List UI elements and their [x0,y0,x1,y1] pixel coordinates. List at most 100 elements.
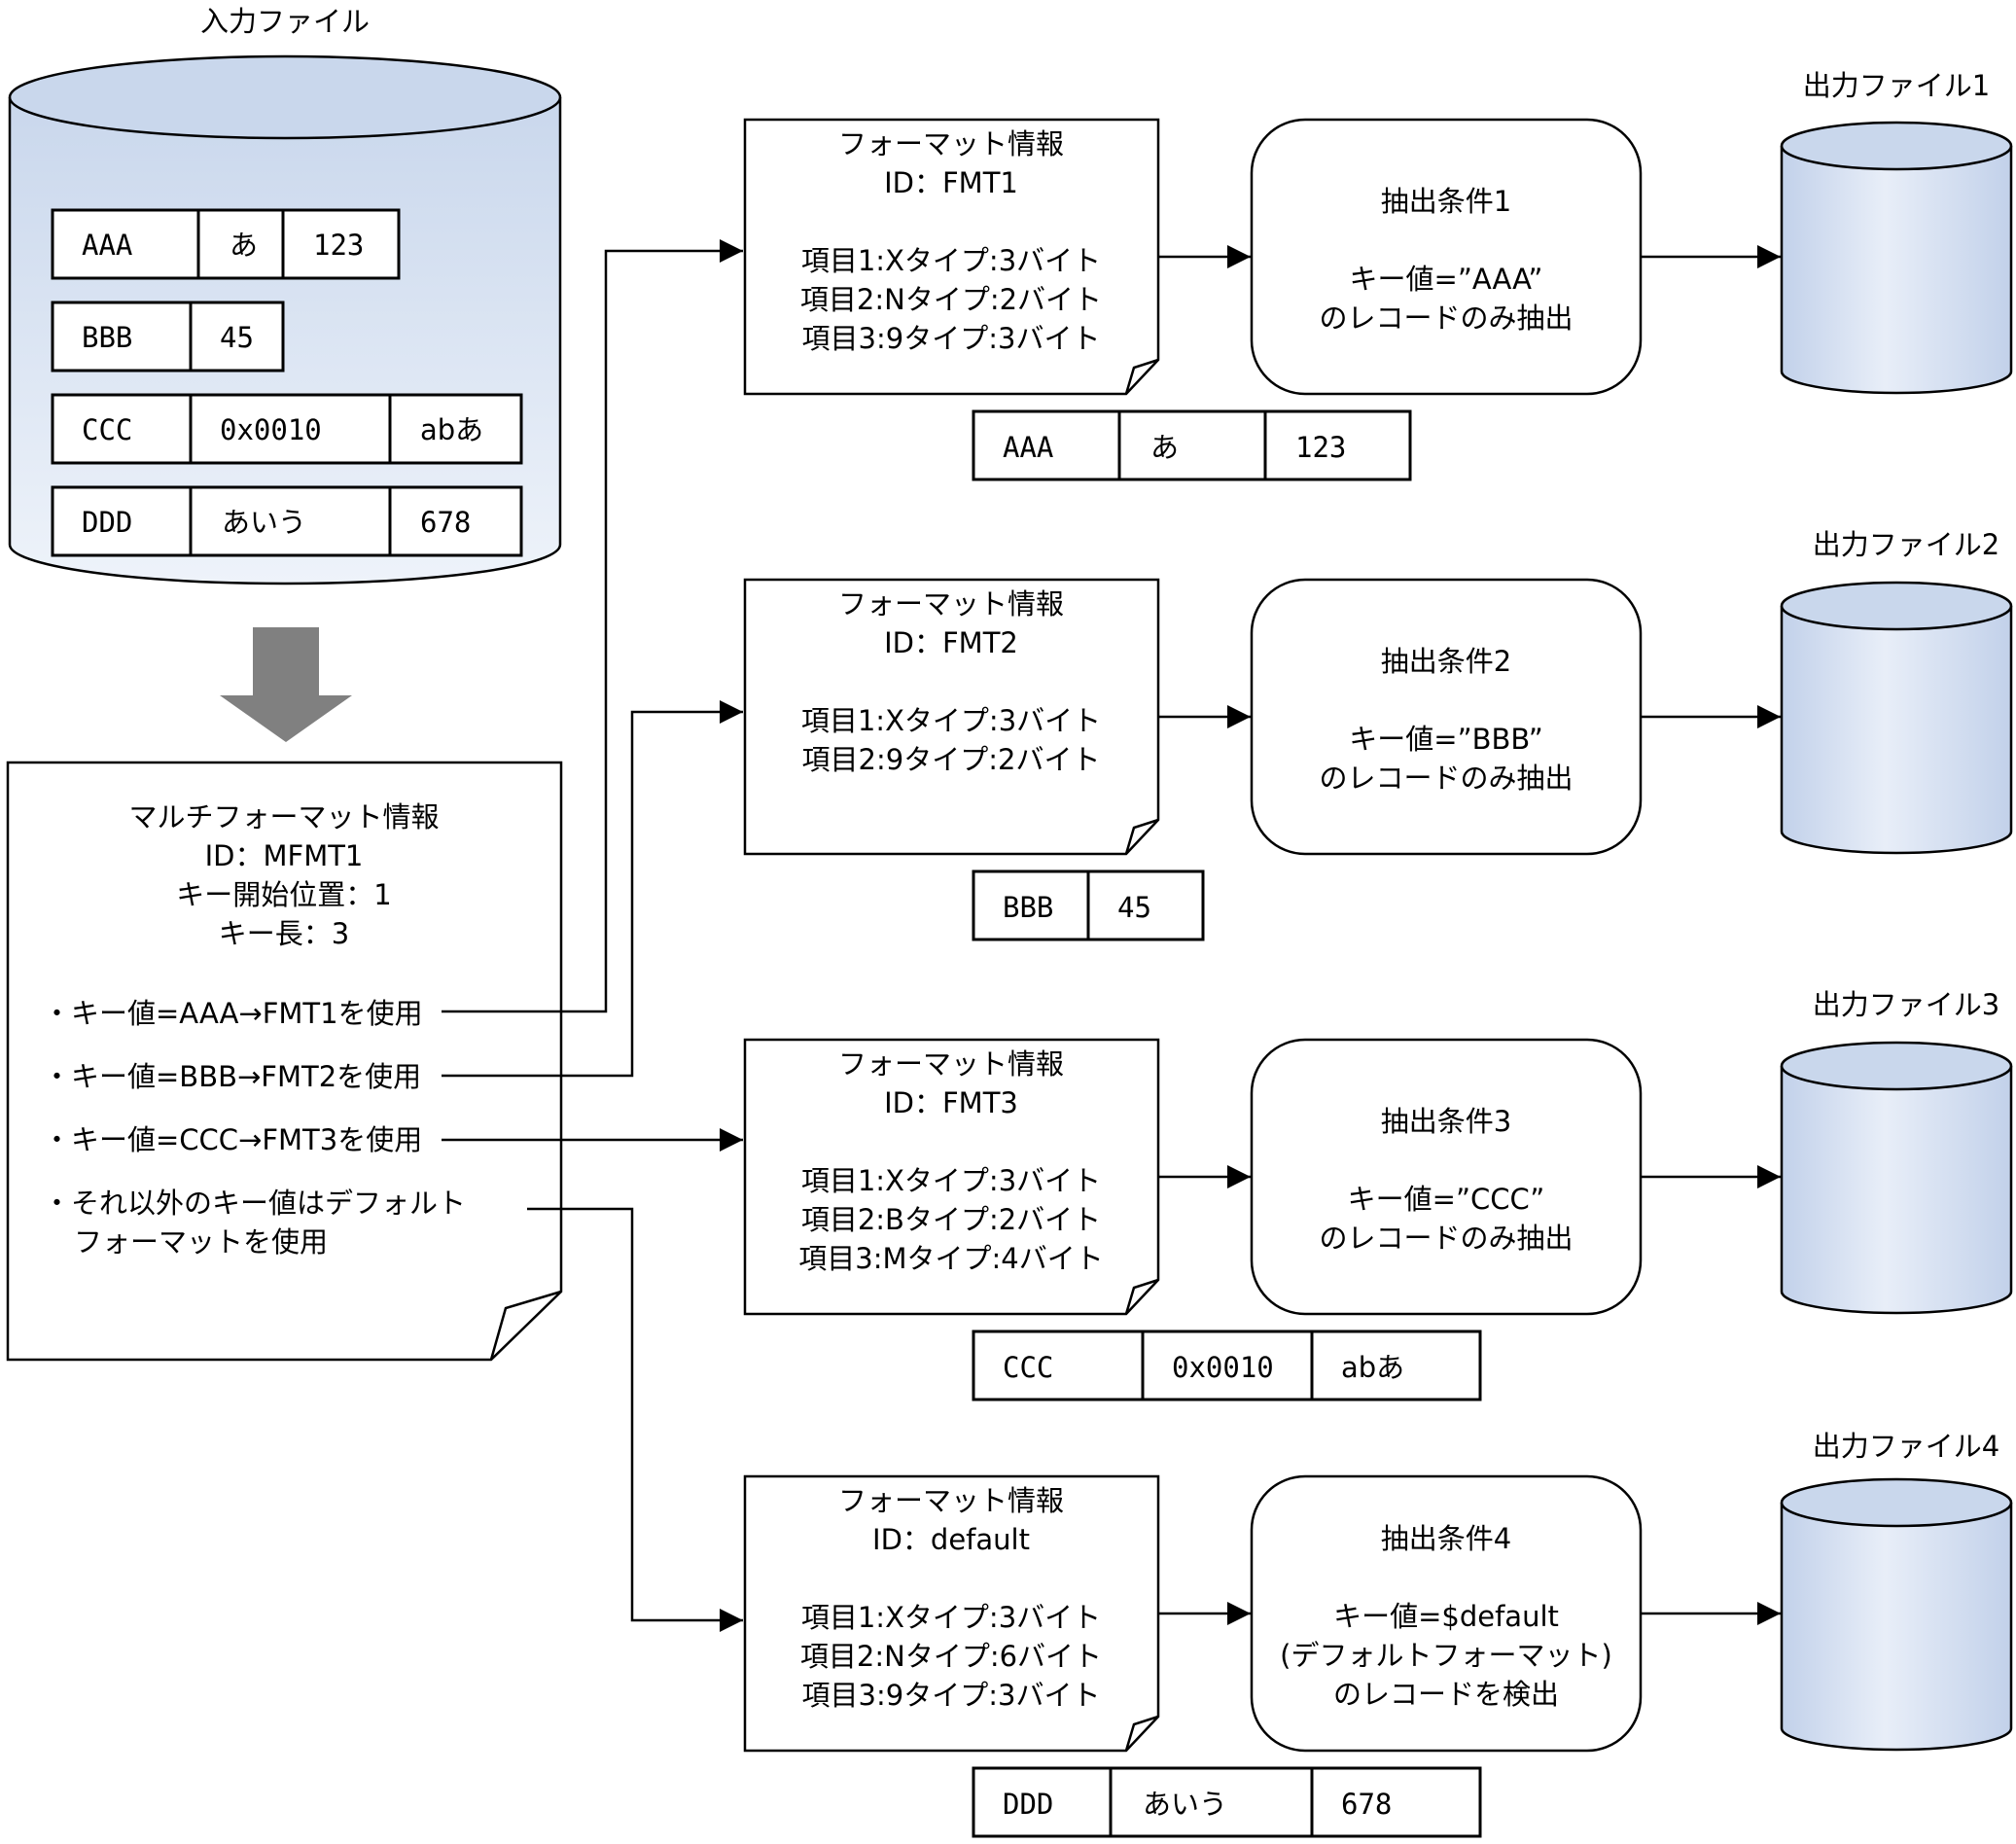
multi-format-rule: ・キー値=CCC→FMT3を使用 [43,1123,422,1156]
input-record-1: AAA あ 123 [51,208,401,280]
format-title: フォーマット情報 [838,127,1064,160]
record-sample-2: BBB 45 [972,869,1205,941]
format-title: フォーマット情報 [838,1484,1064,1517]
record-cell: 123 [313,229,364,262]
multi-format-title: マルチフォーマット情報 [128,800,439,833]
connector-fmt1 [442,239,743,1013]
condition-box-2: 抽出条件2 キー値=”BBB” のレコードのみ抽出 [1250,578,1643,856]
multi-format-rule: ・それ以外のキー値はデフォルト [43,1187,466,1220]
record-sample-1: AAA あ 123 [972,409,1412,481]
format-document-4: フォーマット情報 ID：default 項目1:Xタイプ:3バイト 項目2:Nタ… [743,1474,1160,1753]
format-item: 項目2:Nタイプ:2バイト [800,283,1102,316]
multi-format-document: マルチフォーマット情報 ID：MFMT1 キー開始位置：1 キー長：3 ・キー値… [6,761,563,1362]
format-id: ID：default [872,1523,1030,1556]
format-id: ID：FMT2 [884,626,1018,659]
condition-title: 抽出条件2 [1381,645,1511,678]
connector-fmt2 [442,700,743,1078]
input-file: 入力ファイル AAA あ 123 BBB 45 CCC 0x0010 abあ [8,5,562,585]
condition-key: キー値=”AAA” [1350,263,1543,296]
condition-key: キー値=$default [1333,1600,1559,1633]
output-file-label: 出力ファイル2 [1813,528,1999,561]
record-cell: あいう [222,506,306,539]
format-document-3: フォーマット情報 ID：FMT3 項目1:Xタイプ:3バイト 項目2:Bタイプ:… [743,1038,1160,1316]
format-item: 項目1:Xタイプ:3バイト [801,704,1101,737]
multi-format-rule: フォーマットを使用 [74,1225,328,1259]
input-file-label: 入力ファイル [200,5,370,38]
condition-box-1: 抽出条件1 キー値=”AAA” のレコードのみ抽出 [1250,118,1643,396]
format-title: フォーマット情報 [838,1047,1064,1081]
routing-connectors [442,239,743,1632]
record-cell: あ [1150,431,1179,464]
format-document-1: フォーマット情報 ID：FMT1 項目1:Xタイプ:3バイト 項目2:Nタイプ:… [743,118,1160,396]
record-cell: abあ [1341,1351,1404,1384]
record-cell: CCC [1003,1351,1053,1384]
down-arrow-icon [220,627,352,742]
record-cell: CCC [82,413,132,446]
input-record-3: CCC 0x0010 abあ [51,393,523,465]
connector-default [527,1207,743,1632]
record-cell: あいう [1143,1788,1227,1821]
condition-title: 抽出条件1 [1381,185,1511,218]
multi-format-key-length: キー長：3 [219,917,349,950]
format-item: 項目3:9タイプ:3バイト [802,322,1101,355]
format-item: 項目2:Bタイプ:2バイト [801,1203,1101,1236]
output-file-1: 出力ファイル1 [1780,69,2013,395]
condition-desc: のレコードを検出 [1333,1678,1559,1711]
format-item: 項目1:Xタイプ:3バイト [801,244,1101,277]
format-item: 項目1:Xタイプ:3バイト [801,1601,1101,1634]
record-sample-4: DDD あいう 678 [972,1766,1482,1838]
output-file-label: 出力ファイル1 [1803,69,1990,102]
format-item: 項目3:9タイプ:3バイト [802,1679,1101,1712]
condition-title: 抽出条件4 [1381,1522,1511,1555]
row-3: フォーマット情報 ID：FMT3 項目1:Xタイプ:3バイト 項目2:Bタイプ:… [743,988,2013,1401]
record-cell: AAA [1003,431,1053,464]
condition-box-4: 抽出条件4 キー値=$default (デフォルトフォーマット) のレコードを検… [1250,1474,1643,1753]
output-file-2: 出力ファイル2 [1780,528,2013,855]
record-cell: 0x0010 [220,413,322,446]
condition-note: (デフォルトフォーマット) [1280,1639,1612,1672]
multi-format-key-start: キー開始位置：1 [176,878,391,911]
output-file-label: 出力ファイル3 [1813,988,1999,1021]
record-cell: 678 [420,506,471,539]
record-cell: AAA [82,229,132,262]
row-2: フォーマット情報 ID：FMT2 項目1:Xタイプ:3バイト 項目2:9タイプ:… [743,528,2013,941]
format-title: フォーマット情報 [838,587,1064,621]
condition-key: キー値=”CCC” [1348,1183,1545,1216]
format-item: 項目2:9タイプ:2バイト [802,743,1101,776]
record-cell: 45 [1117,891,1151,924]
condition-title: 抽出条件3 [1381,1105,1511,1138]
record-cell: あ [230,229,258,262]
output-file-4: 出力ファイル4 [1780,1430,2013,1752]
input-cylinder-top [8,54,562,140]
record-cell: DDD [1003,1788,1053,1821]
condition-box-3: 抽出条件3 キー値=”CCC” のレコードのみ抽出 [1250,1038,1643,1316]
record-cell: 0x0010 [1172,1351,1274,1384]
format-document-2: フォーマット情報 ID：FMT2 項目1:Xタイプ:3バイト 項目2:9タイプ:… [743,578,1160,856]
input-record-4: DDD あいう 678 [51,485,523,557]
row-1: フォーマット情報 ID：FMT1 項目1:Xタイプ:3バイト 項目2:Nタイプ:… [743,69,2013,481]
multi-format-rule: ・キー値=AAA→FMT1を使用 [43,997,423,1030]
record-cell: 123 [1295,431,1346,464]
output-file-3: 出力ファイル3 [1780,988,2013,1315]
format-id: ID：FMT1 [884,166,1018,199]
multi-format-id: ID：MFMT1 [205,839,364,872]
format-item: 項目1:Xタイプ:3バイト [801,1164,1101,1197]
input-record-2: BBB 45 [51,301,285,372]
record-cell: BBB [82,321,132,354]
format-item: 項目2:Nタイプ:6バイト [800,1640,1102,1673]
multi-format-rule: ・キー値=BBB→FMT2を使用 [43,1060,421,1093]
record-sample-3: CCC 0x0010 abあ [972,1330,1482,1401]
record-cell: BBB [1003,891,1053,924]
format-item: 項目3:Mタイプ:4バイト [798,1242,1103,1275]
condition-desc: のレコードのみ抽出 [1319,762,1573,795]
record-cell: DDD [82,506,132,539]
record-cell: abあ [420,413,483,446]
format-id: ID：FMT3 [884,1086,1018,1119]
record-cell: 678 [1341,1788,1392,1821]
row-4: フォーマット情報 ID：default 項目1:Xタイプ:3バイト 項目2:Nタ… [743,1430,2013,1838]
record-cell: 45 [220,321,254,354]
output-file-label: 出力ファイル4 [1813,1430,1999,1463]
condition-desc: のレコードのみ抽出 [1319,1222,1573,1255]
condition-key: キー値=”BBB” [1349,723,1542,756]
